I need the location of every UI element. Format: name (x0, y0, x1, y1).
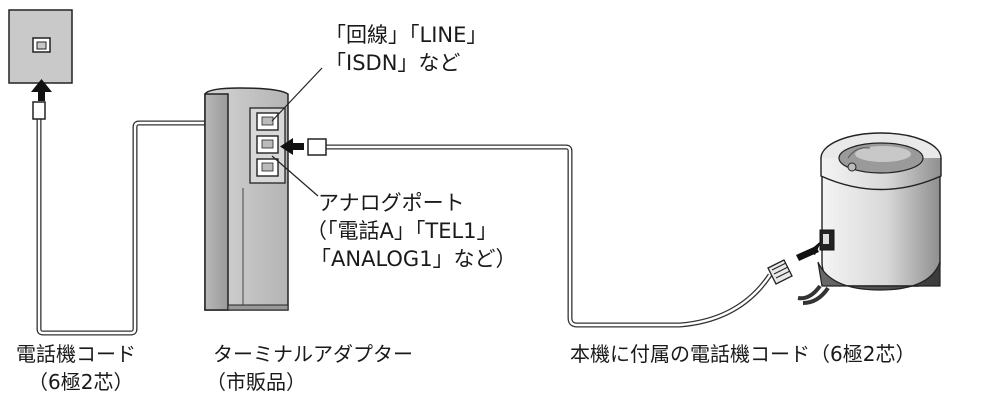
phone-cord-wall (32, 101, 228, 336)
line-port-label-2: 「ISDN」など (325, 51, 460, 75)
phone-cord-label-2: （6極2芯） (28, 370, 133, 394)
modular-plug (767, 259, 793, 285)
line-port-label: 「回線」「LINE」 (325, 23, 487, 47)
left-arrow-icon (280, 138, 304, 155)
base-unit (797, 132, 942, 305)
terminal-adapter-label: ターミナルアダプター (213, 342, 413, 366)
terminal-adapter-label-2: （市販品） (206, 370, 306, 394)
up-arrow-icon (31, 79, 52, 101)
included-cord-label: 本機に付属の電話機コード（6極2芯） (570, 342, 915, 366)
phone-cord-label: 電話機コード (16, 342, 136, 366)
analog-port-label: アナログポート (318, 191, 465, 215)
included-phone-cord (307, 138, 773, 328)
analog-port-label-3: 「ANALOG1」など） (310, 247, 517, 271)
wall-outlet (8, 9, 73, 84)
analog-port-leader (271, 155, 319, 197)
insert-arrow-icon (796, 240, 822, 261)
extra-port (256, 158, 279, 177)
line-port (256, 112, 279, 131)
analog-port (256, 135, 279, 154)
line-port-leader (271, 67, 323, 122)
analog-port-label-2: （「電話A」「TEL1」 (306, 219, 498, 243)
